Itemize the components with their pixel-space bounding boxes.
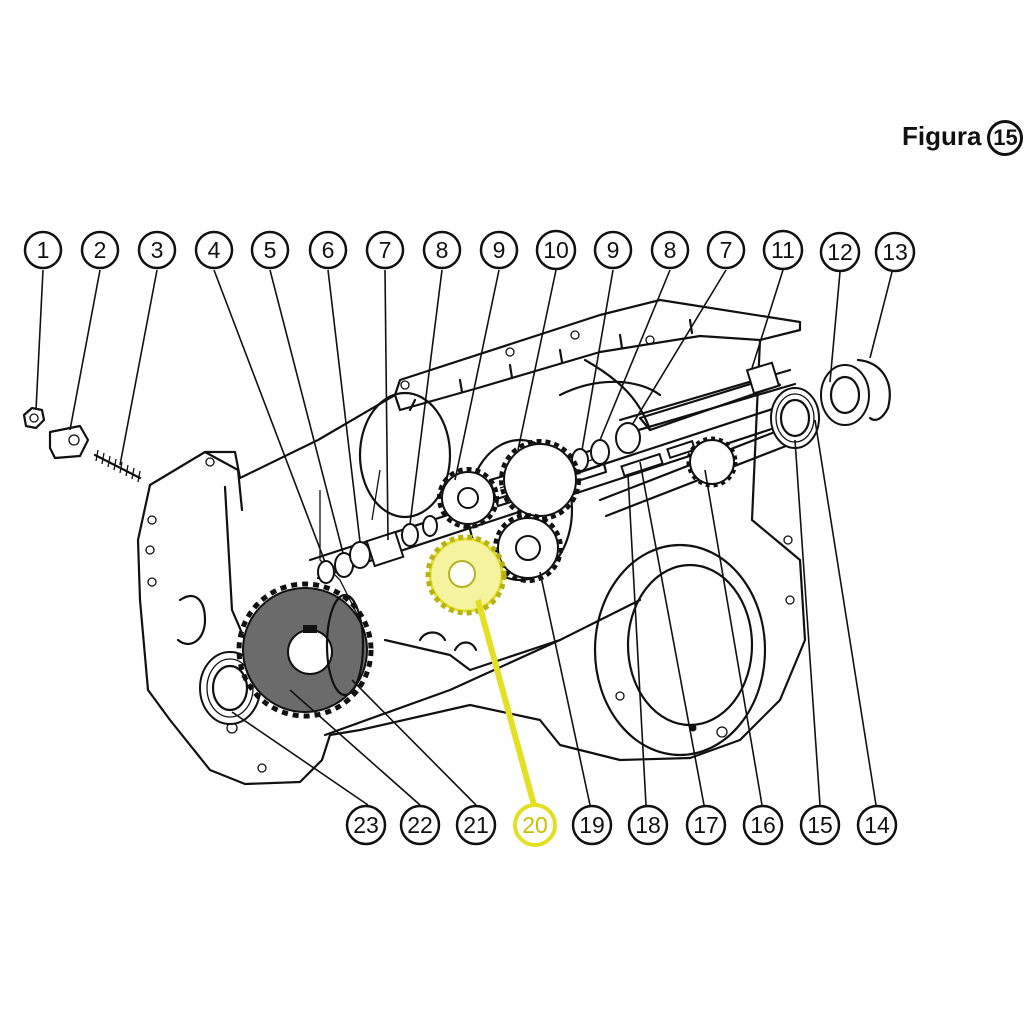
svg-text:21: 21 (463, 812, 489, 838)
callout-8a: 8 (422, 230, 462, 270)
svg-text:9: 9 (493, 237, 506, 263)
gear-part-9 (437, 467, 499, 529)
svg-text:6: 6 (322, 237, 335, 263)
snap-ring-part-13 (856, 358, 891, 421)
callout-4: 4 (194, 230, 234, 270)
callout-16: 16 (742, 804, 784, 846)
callout-5: 5 (250, 230, 290, 270)
svg-text:7: 7 (379, 237, 392, 263)
callout-19: 19 (571, 804, 613, 846)
bearing-part-12 (820, 364, 870, 426)
callout-10: 10 (535, 229, 577, 271)
callout-2: 2 (80, 230, 120, 270)
callouts-top-row: 1 2 3 4 5 6 7 8 9 10 9 8 7 11 12 13 (23, 229, 916, 273)
svg-text:10: 10 (543, 237, 569, 263)
gear-part-16 (686, 436, 738, 488)
svg-text:14: 14 (864, 812, 890, 838)
svg-text:3: 3 (151, 237, 164, 263)
gear-part-20-highlighted (425, 534, 507, 616)
callout-11: 11 (762, 229, 804, 271)
callout-15: 15 (799, 804, 841, 846)
svg-text:11: 11 (771, 237, 795, 263)
svg-text:1: 1 (37, 237, 50, 263)
small-parts (22, 358, 891, 725)
ring-part-4 (317, 560, 335, 584)
svg-text:9: 9 (607, 237, 620, 263)
callout-18: 18 (627, 804, 669, 846)
callout-22: 22 (399, 804, 441, 846)
callout-3: 3 (137, 230, 177, 270)
bracket-part-2 (48, 424, 90, 460)
callout-20-highlighted: 20 (513, 803, 557, 847)
svg-text:19: 19 (579, 812, 605, 838)
svg-text:15: 15 (807, 812, 833, 838)
bearing-part-15 (770, 387, 820, 449)
callout-21: 21 (455, 804, 497, 846)
washer-part-8 (401, 523, 419, 547)
svg-text:12: 12 (827, 239, 853, 265)
svg-text:8: 8 (664, 237, 677, 263)
gear-part-10 (499, 439, 581, 521)
ring-part-6 (349, 541, 371, 569)
callout-23: 23 (345, 804, 387, 846)
svg-text:18: 18 (635, 812, 661, 838)
callout-12: 12 (819, 231, 861, 273)
callout-13: 13 (874, 231, 916, 273)
svg-text:13: 13 (882, 239, 908, 265)
svg-text:4: 4 (208, 237, 221, 263)
callout-7a: 7 (365, 230, 405, 270)
callout-9b: 9 (593, 230, 633, 270)
svg-text:17: 17 (693, 812, 719, 838)
svg-text:5: 5 (264, 237, 277, 263)
callout-8b: 8 (650, 230, 690, 270)
svg-text:7: 7 (720, 237, 733, 263)
callout-14: 14 (856, 804, 898, 846)
svg-text:23: 23 (353, 812, 379, 838)
callout-7b: 7 (706, 230, 746, 270)
figure-number: 15 (987, 120, 1024, 156)
callout-9a: 9 (479, 230, 519, 270)
nut-part-1 (22, 406, 46, 430)
callout-17: 17 (685, 804, 727, 846)
gear-part-21 (325, 593, 365, 697)
svg-text:22: 22 (407, 812, 433, 838)
gear-part-22 (236, 581, 374, 719)
spring-part-3 (93, 449, 142, 483)
key-part-17 (620, 452, 664, 478)
bushing-part-7 (365, 530, 405, 568)
svg-text:16: 16 (750, 812, 776, 838)
callouts-bottom-row: 23 22 21 20 19 18 17 16 15 14 (345, 803, 898, 847)
svg-text:20: 20 (522, 812, 548, 838)
svg-text:8: 8 (436, 237, 449, 263)
gears (236, 436, 738, 719)
leader-lines (35, 269, 893, 806)
figure-label: Figura (902, 120, 982, 151)
callout-1: 1 (23, 230, 63, 270)
svg-text:2: 2 (94, 237, 107, 263)
callout-6: 6 (308, 230, 348, 270)
